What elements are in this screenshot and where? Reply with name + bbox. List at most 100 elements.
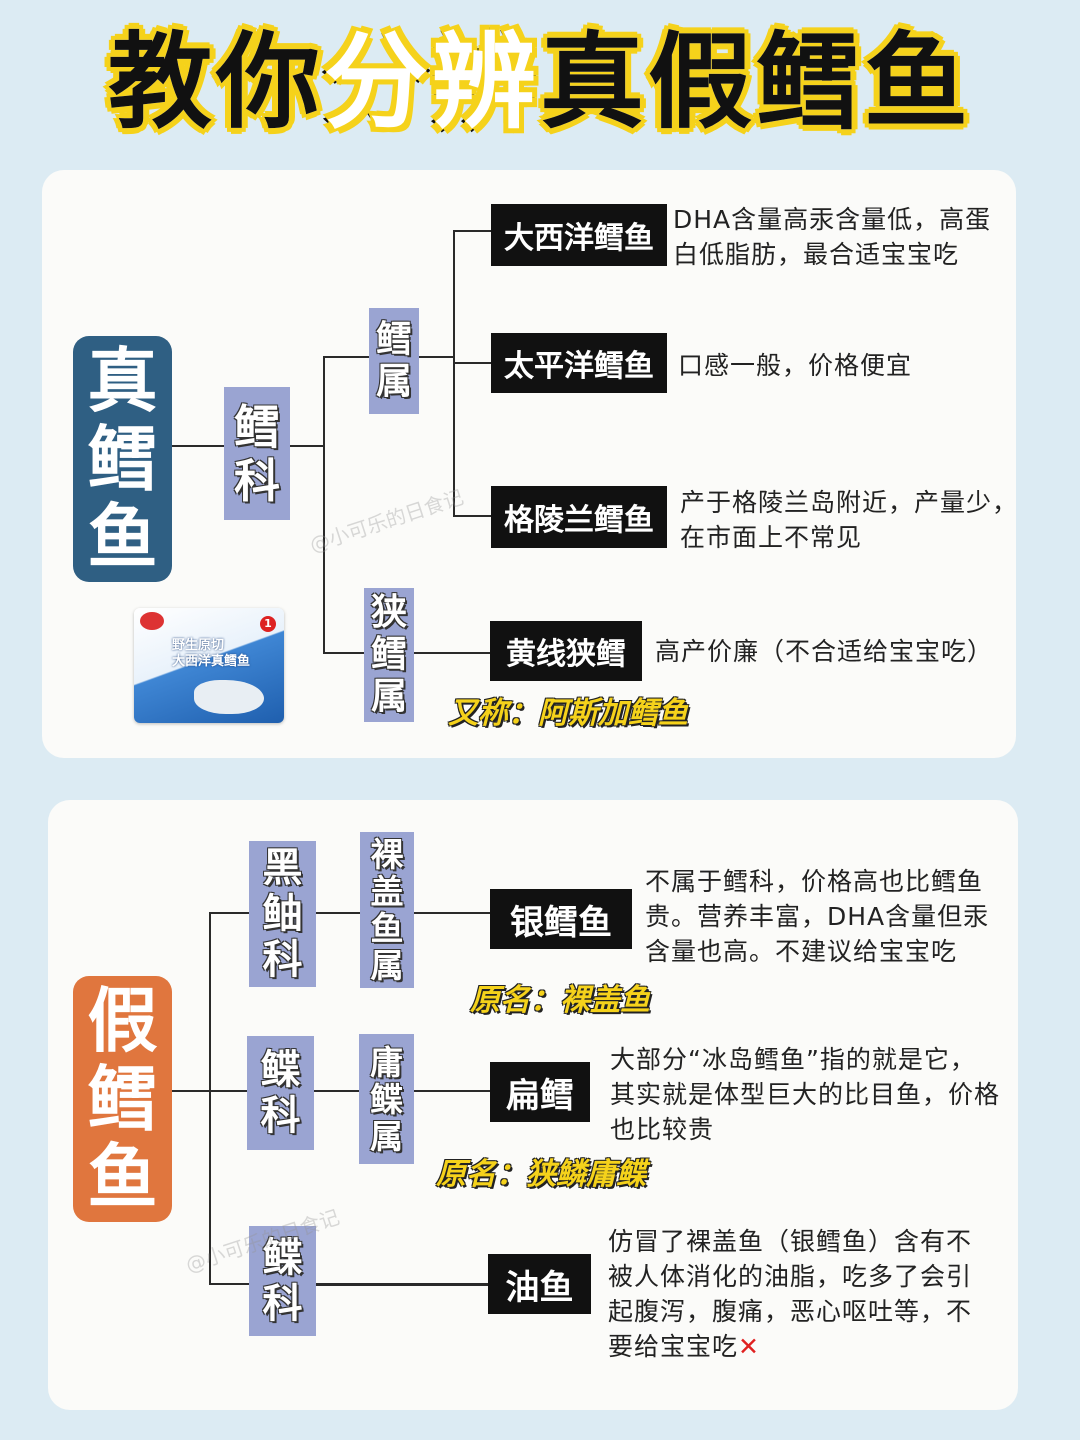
connector [419, 356, 454, 358]
real-cod-label: 真 鳕 鱼 [73, 336, 172, 582]
connector [414, 912, 490, 914]
alias-label: 又称：阿斯加鳕鱼 [448, 696, 688, 731]
label-char: 鳕 [87, 418, 158, 500]
connector [414, 652, 490, 654]
species-desc: DHA含量高汞含量低，高蛋 白低脂肪，最合适宝宝吃 [673, 202, 991, 272]
title-part4: 鳕鱼 [756, 21, 973, 143]
species-sablefish: 银鳕鱼 [490, 889, 632, 949]
connector [453, 230, 455, 516]
label-char: 鳕 [87, 1058, 158, 1140]
desc-line: 大部分“冰岛鳕鱼”指的就是它， [610, 1045, 976, 1074]
genus-char: 庸 [370, 1042, 403, 1082]
brand-logo [140, 612, 164, 630]
genus-char: 裸 [370, 835, 404, 874]
connector [453, 230, 491, 232]
family-char: 鳕 [234, 399, 280, 454]
connector [290, 445, 324, 447]
species-desc: 口感一般，价格便宜 [678, 348, 912, 383]
family-char: 科 [262, 1281, 303, 1327]
genus-anoplopoma: 裸 盖 鱼 属 [360, 832, 414, 988]
connector [314, 1090, 359, 1092]
species-halibut: 扁鳕 [490, 1062, 590, 1122]
title-part3: 真假 [540, 21, 757, 143]
package-badge: 1 [260, 616, 276, 632]
desc-line: 口感一般，价格便宜 [678, 351, 913, 380]
desc-text: 要给宝宝吃 [608, 1332, 739, 1361]
family-pleuronectidae-2: 鲽 科 [249, 1226, 316, 1336]
desc-line: 也比较贵 [610, 1115, 715, 1144]
desc-line: 不属于鳕科，价格高也比鳕鱼 [645, 867, 984, 896]
label-char: 真 [87, 340, 158, 422]
desc-line: 被人体消化的油脂，吃多了会引 [608, 1262, 973, 1291]
family-char: 鲉 [262, 891, 303, 937]
genus-char: 鳕 [370, 634, 407, 675]
desc-line: 高产价廉（不合适给宝宝吃） [655, 637, 994, 666]
species-alaska-pollock: 黄线狭鳕 [490, 621, 642, 681]
genus-char: 属 [370, 676, 407, 717]
desc-line: DHA含量高汞含量低，高蛋 [673, 205, 992, 234]
genus-char: 属 [370, 946, 404, 985]
red-x-icon: ✕ [738, 1332, 760, 1361]
family-char: 科 [262, 937, 303, 983]
connector [209, 1090, 247, 1092]
page-title: 教你分辨真假鳕鱼 [0, 20, 1080, 145]
family-char: 黑 [262, 845, 303, 891]
desc-line: 要给宝宝吃✕ [608, 1329, 972, 1364]
desc-line: 其实就是体型巨大的比目鱼，价格 [610, 1080, 1001, 1109]
species-desc: 不属于鳕科，价格高也比鳕鱼 贵。营养丰富，DHA含量但汞 含量也高。不建议给宝宝… [645, 864, 989, 969]
species-desc: 仿冒了裸盖鱼（银鳕鱼）含有不 被人体消化的油脂，吃多了会引 起腹泻，腹痛，恶心呕… [608, 1224, 972, 1364]
connector [172, 1090, 210, 1092]
genus-char: 鲽 [370, 1079, 403, 1119]
connector [209, 1283, 249, 1285]
family-pleuronectidae: 鲽 科 [247, 1036, 314, 1150]
package-text: 野生原切 大西洋真鳕鱼 [172, 638, 250, 670]
label-char: 鱼 [87, 496, 158, 578]
species-atlantic-cod: 大西洋鳕鱼 [491, 204, 667, 266]
connector [453, 362, 491, 364]
genus-char: 盖 [370, 872, 404, 911]
desc-line: 起腹泻，腹痛，恶心呕吐等，不 [608, 1297, 973, 1326]
fish-image [194, 680, 264, 714]
genus-char: 鱼 [370, 909, 404, 948]
connector [414, 1090, 490, 1092]
family-char: 科 [260, 1093, 301, 1139]
connector [209, 912, 249, 914]
desc-line: 产于格陵兰岛附近，产量少， [680, 488, 1019, 517]
alias-label: 原名：狭鳞庸鲽 [436, 1157, 646, 1192]
alias-label: 原名：裸盖鱼 [470, 983, 650, 1018]
family-char: 鲽 [262, 1235, 303, 1281]
title-part2: 分辨 [321, 20, 540, 145]
connector [209, 912, 211, 1284]
connector [316, 912, 360, 914]
connector [323, 652, 364, 654]
connector [316, 1283, 488, 1286]
genus-gadus: 鳕 属 [369, 308, 419, 414]
family-char: 科 [234, 453, 280, 508]
family-sebastidae: 黑 鲉 科 [249, 841, 316, 987]
desc-line: 含量也高。不建议给宝宝吃 [645, 937, 958, 966]
label-char: 假 [87, 980, 158, 1062]
product-package-image: 1 野生原切 大西洋真鳕鱼 [134, 608, 284, 723]
genus-char: 属 [370, 1116, 403, 1156]
genus-theragra: 狭 鳕 属 [364, 588, 414, 722]
species-greenland-cod: 格陵兰鳕鱼 [491, 486, 667, 548]
connector [323, 356, 325, 652]
family-gadidae: 鳕 科 [224, 387, 290, 520]
species-desc: 产于格陵兰岛附近，产量少， 在市面上不常见 [680, 485, 1018, 555]
genus-char: 属 [375, 361, 412, 402]
species-escolar: 油鱼 [488, 1254, 591, 1314]
package-line: 野生原切 [172, 638, 225, 653]
genus-char: 狭 [370, 592, 407, 633]
package-line: 大西洋真鳕鱼 [172, 654, 251, 669]
desc-line: 贵。营养丰富，DHA含量但汞 [645, 902, 990, 931]
connector [453, 515, 491, 517]
title-part1: 教你 [107, 21, 324, 143]
family-char: 鲽 [260, 1047, 301, 1093]
species-desc: 高产价廉（不合适给宝宝吃） [655, 634, 993, 669]
desc-line: 仿冒了裸盖鱼（银鳕鱼）含有不 [608, 1227, 973, 1256]
desc-line: 白低脂肪，最合适宝宝吃 [673, 240, 960, 269]
genus-char: 鳕 [375, 319, 412, 360]
label-char: 鱼 [87, 1136, 158, 1218]
genus-hippoglossus: 庸 鲽 属 [359, 1034, 414, 1164]
connector [172, 445, 224, 447]
